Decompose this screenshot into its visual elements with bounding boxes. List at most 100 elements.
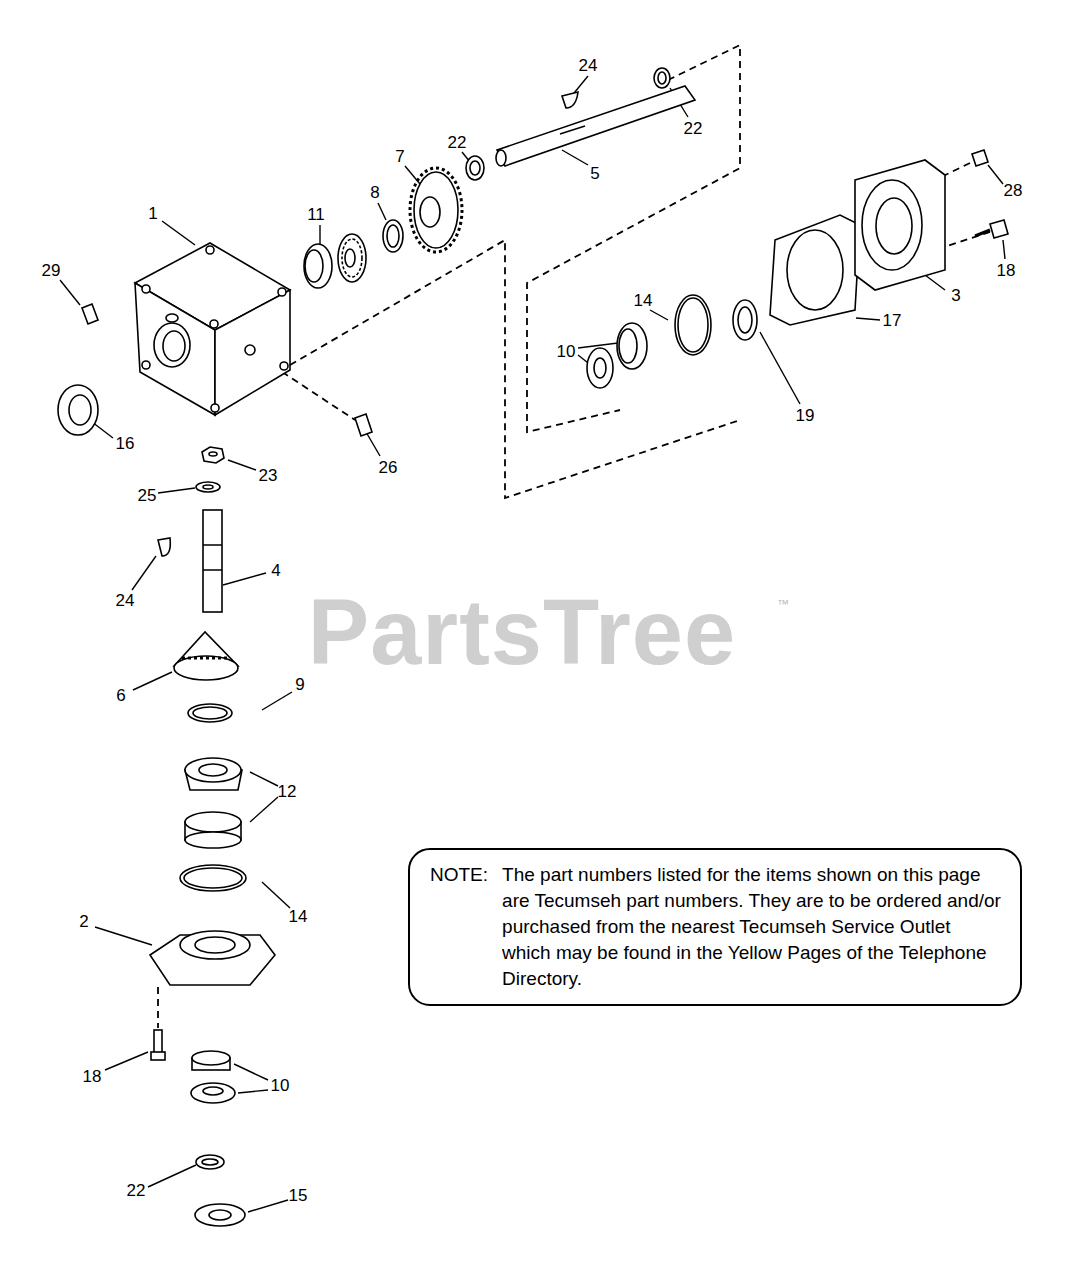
callout-number: 18 [997,262,1016,279]
leader-line [562,150,588,165]
retaining-ring [470,161,480,175]
retaining-ring [196,1155,224,1169]
callout-number: 1 [148,205,157,222]
plug [82,304,98,324]
shaft [203,510,222,612]
callout-number: 5 [590,165,599,182]
callout-number: 7 [395,148,404,165]
bolt [151,1052,165,1060]
leader-line [95,927,152,945]
gear-housing [210,320,218,328]
oil-seal [733,300,757,340]
bearing-cup [619,329,637,363]
bearing-cone [594,358,606,378]
bearing-cone [342,239,362,277]
note-text: The part numbers listed for the items sh… [502,862,1002,992]
bearing-cone [587,348,613,388]
leader-line [650,310,668,320]
oil-seal [733,300,757,340]
gear-housing [280,362,288,370]
gear-housing [211,404,219,412]
key [562,92,578,108]
callout-number: 9 [295,676,304,693]
oil-seal [58,385,98,435]
plug [355,414,372,436]
callout-number: 24 [579,57,598,74]
leader-line [925,275,945,290]
thrust-ring [188,704,232,722]
key [158,538,170,556]
gasket [787,230,843,310]
callout-number: 18 [83,1068,102,1085]
bearing-cup [192,1051,230,1065]
callout-number: 22 [684,120,703,137]
bearing-cup [305,250,323,282]
bearing-flange [855,160,945,290]
washer [383,220,403,252]
retaining-ring [654,68,670,88]
bolt [151,1030,165,1060]
gear-housing [278,288,286,296]
shaft [496,150,506,166]
bearing-cup [304,244,332,288]
bearing-cone [185,758,242,790]
leader-line [248,1200,288,1212]
leader-line [148,1165,196,1187]
o-ring [184,868,242,888]
retaining-ring [202,1159,218,1165]
leader-line [223,573,266,585]
bearing-cone [203,1087,223,1095]
watermark: PartsTree [308,586,736,678]
bearing-cone [338,234,366,282]
gear-housing [245,345,255,355]
oil-seal [738,307,752,333]
leader-line [105,1052,148,1070]
washer [203,485,213,489]
leader-line [319,225,320,244]
key [158,538,170,556]
retaining-ring [654,68,670,88]
bevel-gear [174,656,238,680]
gasket [770,215,860,325]
leader-line [238,1090,268,1093]
retaining-ring [466,156,484,180]
leader-line [162,221,195,245]
callout-number: 22 [448,134,467,151]
bolt [975,220,1008,238]
plug [355,414,372,436]
gear [410,168,462,252]
leader-line [250,797,278,822]
bearing-cone [338,234,366,282]
leader-line [250,772,278,786]
bearing-flange [855,160,945,290]
shaft [497,86,695,166]
gasket [770,215,860,325]
leader-line [228,460,256,470]
bearing-flange [150,931,275,985]
callout-number: 28 [1004,182,1023,199]
leader-line [158,488,195,493]
callout-number: 10 [557,343,576,360]
leader-line [60,280,80,305]
callout-number: 3 [951,287,960,304]
gear-housing [206,246,214,254]
bearing-flange [862,180,922,270]
leader-line [366,432,380,456]
oil-seal [209,1210,231,1220]
bearing-cone [191,1083,235,1103]
washer [196,482,220,492]
bearing-cup [192,1051,230,1070]
plug [82,304,98,324]
bearing-cup [617,323,647,369]
leader-line [60,76,1005,1212]
gear [420,197,440,227]
gear-housing [163,331,185,361]
bearing-cup [304,244,332,288]
shaft [496,86,695,166]
leader-line [856,318,880,320]
leader-line [132,556,156,590]
bearing-cone [191,1083,235,1103]
callout-number: 2 [79,913,88,930]
callout-number: 10 [271,1077,290,1094]
bolt [990,220,1008,238]
